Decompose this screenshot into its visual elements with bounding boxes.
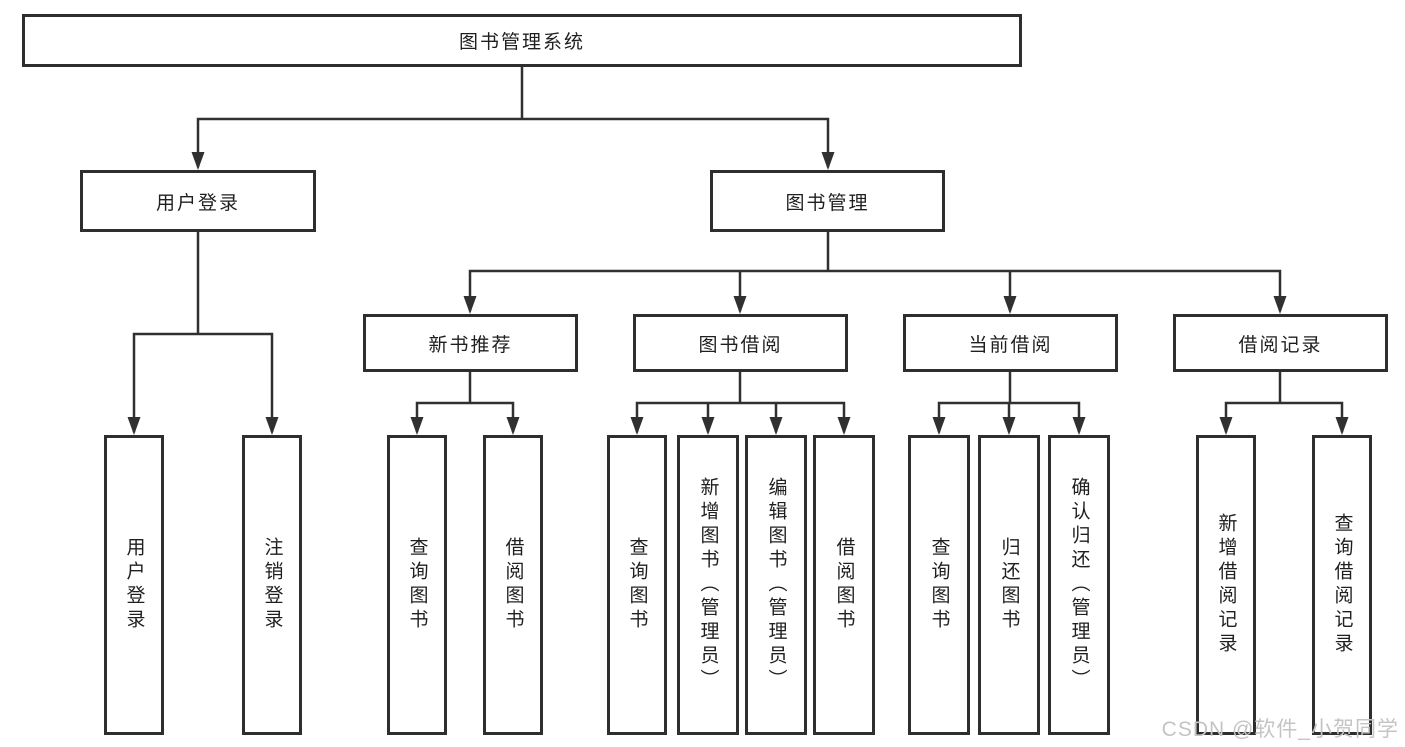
node-book-management: 图书管理 [710, 170, 945, 232]
leaf-borrow-books: 借阅图书 [813, 435, 875, 735]
arrowhead-icons [127, 152, 1349, 435]
leaf-user-login-label: 用户登录 [123, 537, 145, 633]
csdn-watermark: CSDN @软件_小贺同学 [1161, 718, 1399, 741]
leaf-confirm-return-admin-label: 确认归还（管理员） [1068, 477, 1090, 693]
leaf-query-books-borrow: 查询图书 [607, 435, 667, 735]
leaf-edit-books-admin: 编辑图书（管理员） [745, 435, 807, 735]
leaf-return-books-label: 归还图书 [998, 537, 1020, 633]
leaf-return-books: 归还图书 [978, 435, 1040, 735]
leaf-query-borrow-record-label: 查询借阅记录 [1331, 513, 1353, 657]
node-book-management-label: 图书管理 [785, 192, 870, 214]
leaf-confirm-return-admin: 确认归还（管理员） [1048, 435, 1110, 735]
leaf-edit-books-admin-label: 编辑图书（管理员） [765, 477, 787, 693]
leaf-query-books-borrow-label: 查询图书 [626, 537, 648, 633]
leaf-query-books-recommend: 查询图书 [387, 435, 447, 735]
leaf-logout: 注销登录 [242, 435, 302, 735]
leaf-add-borrow-record-label: 新增借阅记录 [1215, 513, 1237, 657]
leaf-add-books-admin-label: 新增图书（管理员） [697, 477, 719, 693]
leaf-user-login: 用户登录 [104, 435, 164, 735]
leaf-borrow-books-recommend-label: 借阅图书 [502, 537, 524, 633]
node-borrow-records: 借阅记录 [1173, 314, 1388, 372]
node-user-login: 用户登录 [80, 170, 316, 232]
leaf-query-books-current: 查询图书 [908, 435, 970, 735]
node-book-borrow-label: 图书借阅 [698, 334, 783, 356]
node-current-borrow-label: 当前借阅 [968, 334, 1053, 356]
leaf-query-books-current-label: 查询图书 [928, 537, 950, 633]
node-user-login-label: 用户登录 [155, 192, 240, 214]
leaf-query-borrow-record: 查询借阅记录 [1312, 435, 1372, 735]
node-borrow-records-label: 借阅记录 [1238, 334, 1323, 356]
leaf-logout-label: 注销登录 [261, 537, 283, 633]
node-new-book-recommend: 新书推荐 [363, 314, 578, 372]
node-new-book-recommend-label: 新书推荐 [428, 334, 513, 356]
node-book-borrow: 图书借阅 [633, 314, 848, 372]
leaf-add-books-admin: 新增图书（管理员） [677, 435, 739, 735]
leaf-borrow-books-recommend: 借阅图书 [483, 435, 543, 735]
node-library-system: 图书管理系统 [22, 14, 1022, 67]
node-current-borrow: 当前借阅 [903, 314, 1118, 372]
leaf-query-books-recommend-label: 查询图书 [406, 537, 428, 633]
leaf-add-borrow-record: 新增借阅记录 [1196, 435, 1256, 735]
connector-paths [132, 65, 1344, 433]
leaf-borrow-books-label: 借阅图书 [833, 537, 855, 633]
node-library-system-label: 图书管理系统 [458, 32, 585, 53]
